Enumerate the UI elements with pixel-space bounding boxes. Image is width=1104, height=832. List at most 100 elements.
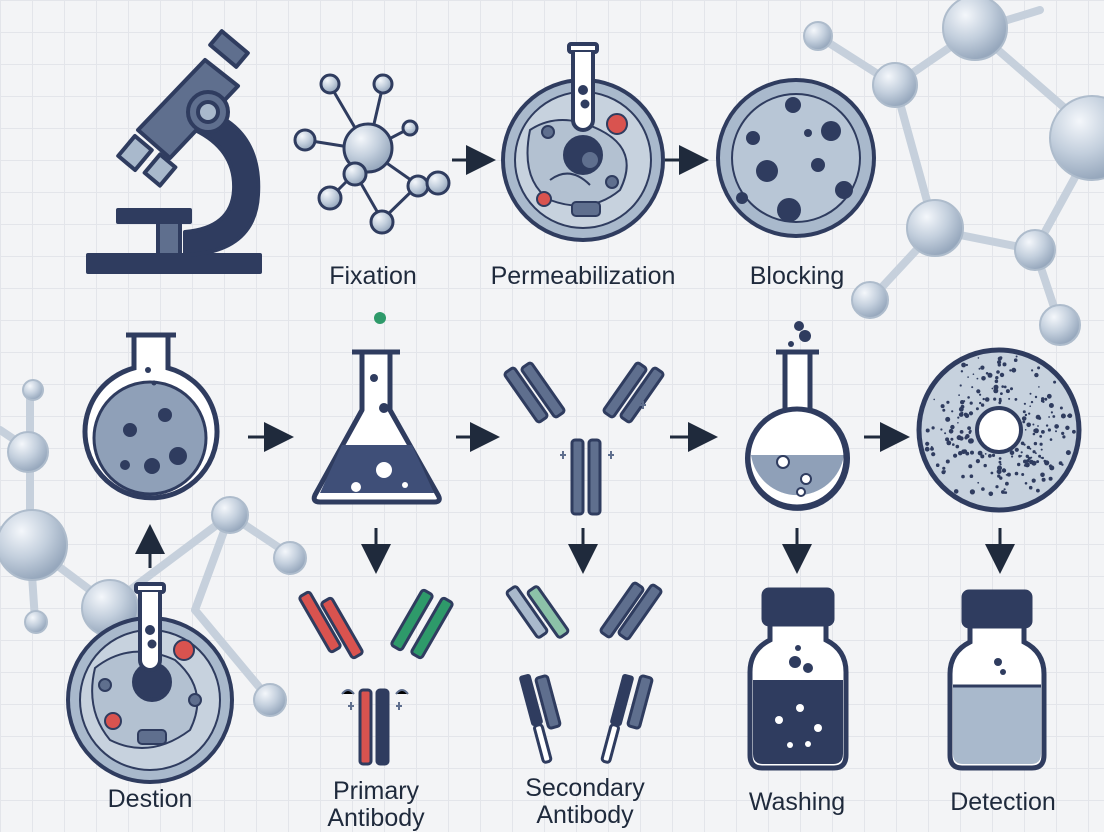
disc-speckle [1003, 385, 1007, 389]
disc-speckle [1038, 386, 1040, 388]
disc-speckle [960, 370, 964, 373]
disc-speckle [1003, 488, 1006, 491]
disc-speckle [976, 389, 981, 394]
disc-speckle [958, 451, 963, 456]
cell-petri-dish-icon [501, 42, 665, 242]
disc-speckle [1041, 397, 1045, 401]
disc-speckle [1040, 448, 1043, 451]
disc-speckle [959, 430, 964, 434]
disc-speckle [955, 444, 960, 449]
disc-speckle [1033, 428, 1039, 434]
molecule-icon [293, 73, 451, 235]
disc-speckle [988, 454, 992, 458]
label-secondary-line2: Antibody [536, 801, 634, 829]
disc-speckle [1023, 459, 1027, 464]
disc-speckle [968, 464, 973, 469]
disc-speckle [1060, 413, 1066, 419]
disc-speckle [1029, 459, 1034, 465]
disc-speckle [980, 403, 985, 407]
disc-speckle [975, 407, 979, 411]
disc-speckle [999, 372, 1005, 378]
disc-speckle [1008, 397, 1011, 400]
disc-speckle [1053, 380, 1057, 384]
disc-speckle [1031, 369, 1034, 372]
disc-speckle [1015, 355, 1018, 358]
disc-speckle [1004, 491, 1008, 494]
disc-speckle [949, 429, 953, 433]
disc-speckle [984, 453, 987, 455]
disc-speckle [991, 387, 994, 390]
disc-speckle [968, 432, 971, 435]
disc-speckle [979, 401, 982, 405]
disc-speckle [941, 470, 946, 475]
disc-speckle [1018, 454, 1021, 458]
disc-speckle [983, 463, 987, 468]
disc-speckle [1013, 358, 1018, 363]
label-detection: Detection [950, 788, 1056, 816]
disc-speckle [1023, 443, 1026, 446]
disc-speckle [945, 437, 950, 442]
disc-speckle [946, 440, 952, 446]
disc-speckle [958, 394, 960, 396]
disc-speckle [1036, 488, 1040, 493]
disc-speckle [1055, 430, 1057, 433]
disc-speckle [1046, 393, 1052, 399]
disc-speckle [1022, 410, 1026, 414]
disc-speckle [1039, 435, 1043, 438]
disc-speckle [985, 372, 989, 375]
disc-speckle [967, 396, 970, 399]
disc-speckle [1005, 481, 1009, 486]
disc-speckle [1000, 392, 1003, 395]
disc-speckle [945, 459, 950, 464]
disc-speckle [1005, 389, 1010, 394]
disc-speckle [965, 451, 970, 456]
disc-speckle [967, 376, 969, 378]
disc-speckle [972, 373, 975, 376]
label-permeabilization: Permeabilization [490, 262, 676, 290]
disc-speckle [977, 450, 983, 456]
flow-arrows [135, 145, 1015, 574]
disc-speckle [950, 424, 955, 430]
disc-speckle [925, 428, 930, 433]
disc-speckle [993, 388, 999, 394]
label-fixation: Fixation [329, 262, 417, 290]
disc-speckle [1042, 400, 1045, 403]
disc-speckle [1022, 420, 1026, 424]
disc-speckle [1052, 415, 1056, 418]
disc-speckle [998, 397, 1002, 401]
disc-speckle [1025, 454, 1030, 458]
disc-speckle [1010, 387, 1013, 391]
disc-speckle [1009, 450, 1015, 456]
disc-speckle [1027, 456, 1031, 460]
disc-speckle [980, 454, 985, 459]
label-secondary-line1: Secondary [525, 774, 645, 802]
disc-speckle [1049, 465, 1055, 471]
jar-icon-washing [747, 587, 849, 771]
petri-dish-icon [716, 78, 876, 238]
disc-speckle [942, 408, 946, 412]
disc-speckle [980, 365, 985, 370]
disc-speckle [957, 416, 960, 419]
disc-speckle [995, 485, 999, 489]
disc-speckle [998, 457, 1002, 460]
disc-speckle [1041, 430, 1045, 434]
disc-speckle [1067, 414, 1070, 418]
disc-speckle [997, 356, 1002, 361]
disc-speckle [1014, 471, 1019, 476]
disc-speckle [1065, 450, 1071, 456]
disc-speckle [1029, 405, 1031, 408]
disc-speckle [1001, 385, 1004, 388]
disc-speckle [1024, 413, 1028, 417]
disc-speckle [1061, 463, 1064, 466]
disc-speckle [1009, 369, 1012, 372]
disc-speckle [940, 428, 943, 431]
disc-speckle [1040, 457, 1043, 459]
disc-speckle [935, 463, 940, 468]
disc-speckle [970, 450, 974, 455]
disc-speckle [1040, 472, 1045, 478]
disc-speckle [1059, 406, 1063, 410]
disc-speckle [975, 459, 981, 464]
disc-speckle [931, 426, 935, 430]
disc-speckle [933, 398, 935, 401]
disc-speckle [1039, 442, 1043, 446]
